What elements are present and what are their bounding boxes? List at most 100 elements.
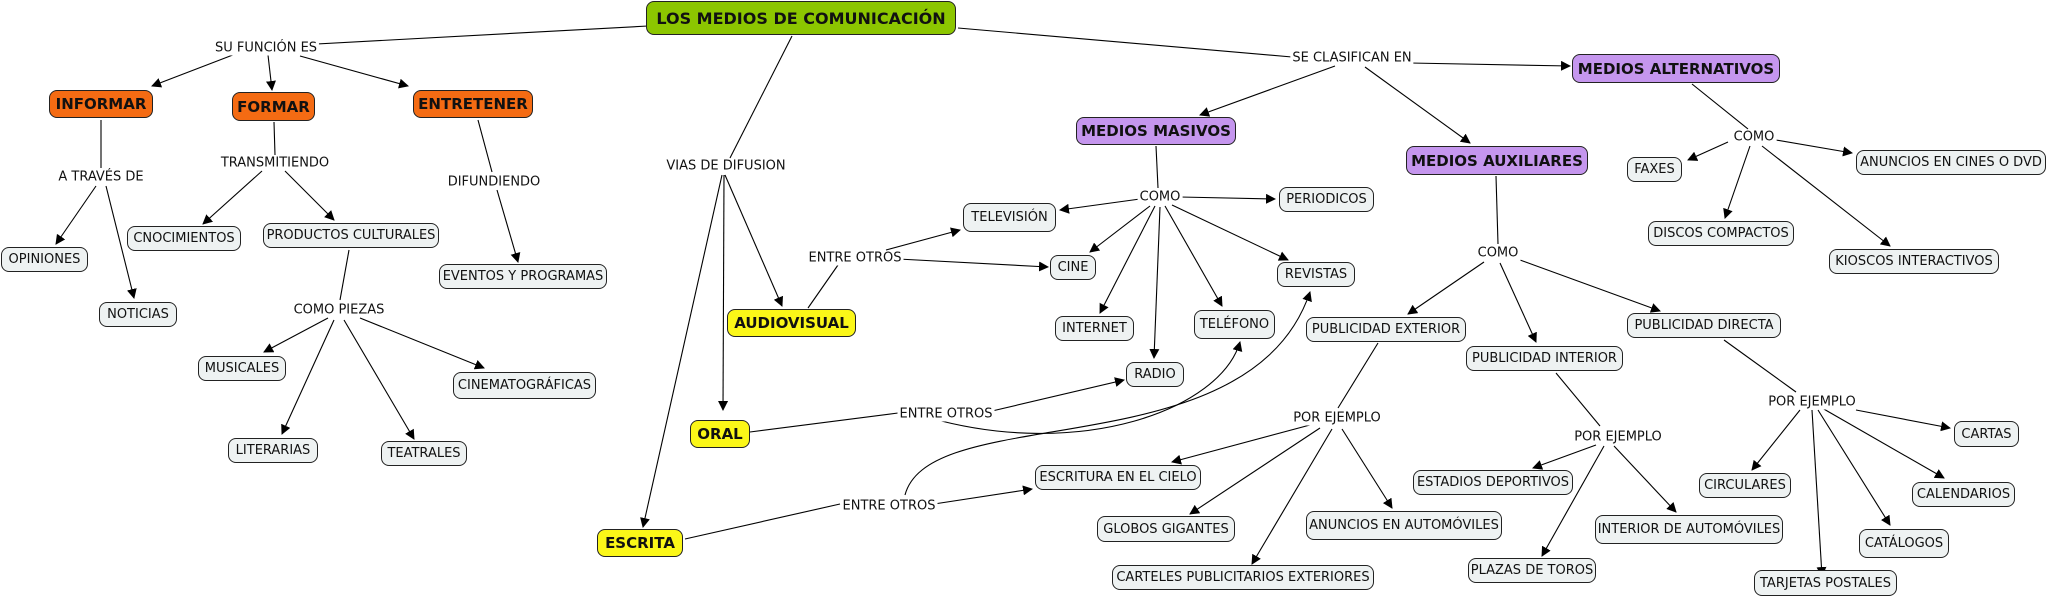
node-anuncios-automoviles[interactable]: ANUNCIOS EN AUTOMÓVILES — [1306, 511, 1502, 540]
node-teatrales[interactable]: TEATRALES — [381, 441, 467, 466]
root-node[interactable]: LOS MEDIOS DE COMUNICACIÓN — [646, 1, 956, 35]
node-estadios-deportivos[interactable]: ESTADIOS DEPORTIVOS — [1413, 470, 1573, 495]
node-escritura-cielo[interactable]: ESCRITURA EN EL CIELO — [1035, 465, 1201, 490]
node-catalogos[interactable]: CATÁLOGOS — [1859, 529, 1949, 558]
edge-ejemplo-catalogos — [1817, 409, 1891, 526]
edge-ejemplo-interior-auto — [1613, 445, 1677, 513]
edge-traves-noticias — [105, 185, 137, 299]
edge-exterior-ejemplo — [1337, 342, 1379, 409]
link-label-entre-audiovisual: ENTRE OTROS — [806, 250, 904, 266]
edge-entretener-difundiendo — [477, 119, 493, 173]
edge-entre-revistas — [904, 291, 1312, 496]
node-cnocimientos[interactable]: CNOCIMIENTOS — [127, 226, 241, 251]
node-oral[interactable]: ORAL — [690, 420, 750, 448]
node-eventos-programas[interactable]: EVENTOS Y PROGRAMAS — [439, 264, 607, 289]
node-faxes[interactable]: FAXES — [1627, 157, 1682, 182]
edge-productos-piezas — [339, 249, 350, 301]
edge-piezas-literarias — [281, 319, 335, 435]
edge-como-faxes — [1687, 141, 1729, 161]
link-label-ejemplo-exterior: POR EJEMPLO — [1291, 410, 1383, 426]
edge-alternativos-como — [1691, 83, 1749, 130]
node-carteles-publicitarios[interactable]: CARTELES PUBLICITARIOS EXTERIORES — [1112, 565, 1374, 590]
node-plazas-toros[interactable]: PLAZAS DE TOROS — [1468, 558, 1596, 583]
edge-directa-ejemplo — [1723, 339, 1797, 393]
node-noticias[interactable]: NOTICIAS — [99, 302, 177, 327]
edge-escrita-entre — [684, 503, 841, 540]
node-publicidad-exterior[interactable]: PUBLICIDAD EXTERIOR — [1306, 317, 1466, 342]
node-television[interactable]: TELEVISIÓN — [963, 203, 1056, 232]
edge-root-vias — [729, 35, 793, 159]
edge-difundiendo-eventos — [496, 189, 521, 263]
node-medios-alternativos[interactable]: MEDIOS ALTERNATIVOS — [1572, 54, 1780, 83]
edge-entre-radio — [991, 377, 1125, 412]
edge-clasifican-alternativos — [1409, 60, 1571, 71]
edge-funcion-informar — [151, 52, 239, 88]
edge-como-periodicos — [1179, 193, 1276, 204]
edge-entre-telefono — [929, 341, 1243, 434]
edge-como-anuncios-cines — [1775, 139, 1853, 157]
edge-clasifican-masivos — [1199, 65, 1336, 117]
edge-funcion-formar — [266, 54, 276, 91]
node-radio[interactable]: RADIO — [1126, 362, 1184, 387]
edge-como-internet — [1099, 205, 1156, 314]
edge-clasifican-auxiliares — [1364, 66, 1471, 144]
edge-ejemplo-circulares — [1751, 409, 1801, 471]
edge-como-telefono — [1164, 205, 1223, 307]
node-musicales[interactable]: MUSICALES — [198, 356, 286, 381]
edge-como-interior — [1499, 262, 1537, 343]
edge-ejemplo-anuncios — [1341, 428, 1393, 509]
edge-oral-entre — [749, 412, 899, 433]
edge-masivos-como — [1155, 145, 1159, 189]
node-entretener[interactable]: ENTRETENER — [413, 90, 533, 118]
node-productos-culturales[interactable]: PRODUCTOS CULTURALES — [263, 223, 439, 248]
link-label-se-clasifican: SE CLASIFICAN EN — [1290, 50, 1414, 66]
edge-vias-audiovisual — [724, 174, 783, 307]
link-label-vias: VIAS DE DIFUSION — [664, 158, 788, 174]
node-cine[interactable]: CINE — [1050, 255, 1096, 280]
node-discos-compactos[interactable]: DISCOS COMPACTOS — [1648, 221, 1794, 246]
node-cinematograficas[interactable]: CINEMATOGRÁFICAS — [453, 372, 596, 399]
node-formar[interactable]: FORMAR — [232, 92, 315, 121]
edge-entre-cine — [897, 258, 1049, 272]
link-label-entre-oral: ENTRE OTROS — [897, 406, 995, 422]
edge-como-directa — [1519, 259, 1661, 313]
link-label-su-funcion: SU FUNCIÓN ES — [212, 40, 320, 56]
node-opiniones[interactable]: OPINIONES — [1, 247, 88, 272]
node-cartas[interactable]: CARTAS — [1954, 421, 2019, 447]
node-anuncios-cines[interactable]: ANUNCIOS EN CINES O DVD — [1856, 150, 2046, 175]
node-escrita[interactable]: ESCRITA — [597, 529, 683, 557]
node-audiovisual[interactable]: AUDIOVISUAL — [727, 309, 856, 337]
node-kioscos-interactivos[interactable]: KIOSCOS INTERACTIVOS — [1829, 249, 1999, 274]
node-publicidad-interior[interactable]: PUBLICIDAD INTERIOR — [1466, 346, 1623, 371]
node-tarjetas-postales[interactable]: TARJETAS POSTALES — [1754, 570, 1897, 596]
edge-traves-opiniones — [55, 185, 97, 245]
node-informar[interactable]: INFORMAR — [49, 90, 153, 118]
node-internet[interactable]: INTERNET — [1055, 316, 1134, 341]
edge-como-discos — [1723, 145, 1751, 219]
node-globos-gigantes[interactable]: GLOBOS GIGANTES — [1097, 516, 1235, 542]
node-revistas[interactable]: REVISTAS — [1277, 262, 1355, 287]
edge-entre-television — [885, 227, 961, 251]
link-label-entre-escrita: ENTRE OTROS — [840, 498, 938, 514]
node-publicidad-directa[interactable]: PUBLICIDAD DIRECTA — [1627, 313, 1781, 338]
edge-ejemplo-estadios — [1532, 444, 1597, 470]
node-calendarios[interactable]: CALENDARIOS — [1912, 482, 2015, 507]
link-label-difundiendo: DIFUNDIENDO — [445, 174, 543, 190]
edge-root-funcion — [279, 25, 649, 47]
edge-ejemplo-escritura — [1171, 424, 1311, 465]
edge-ejemplo-cartas — [1855, 409, 1951, 432]
edge-como-cine — [1089, 205, 1151, 253]
link-label-como-alternativos: COMO — [1731, 129, 1777, 145]
edge-entre-escritura — [933, 485, 1033, 505]
node-literarias[interactable]: LITERARIAS — [228, 438, 318, 463]
edge-ejemplo-globos — [1189, 427, 1321, 515]
node-medios-auxiliares[interactable]: MEDIOS AUXILIARES — [1406, 146, 1588, 175]
node-medios-masivos[interactable]: MEDIOS MASIVOS — [1076, 117, 1236, 145]
node-periodicos[interactable]: PERIODICOS — [1279, 187, 1374, 212]
edge-formar-transmitiendo — [273, 121, 276, 156]
node-telefono[interactable]: TELÉFONO — [1194, 310, 1275, 339]
node-interior-automoviles[interactable]: INTERIOR DE AUTOMÓVILES — [1595, 515, 1783, 544]
node-circulares[interactable]: CIRCULARES — [1699, 473, 1791, 498]
link-label-ejemplo-directa: POR EJEMPLO — [1766, 394, 1858, 410]
